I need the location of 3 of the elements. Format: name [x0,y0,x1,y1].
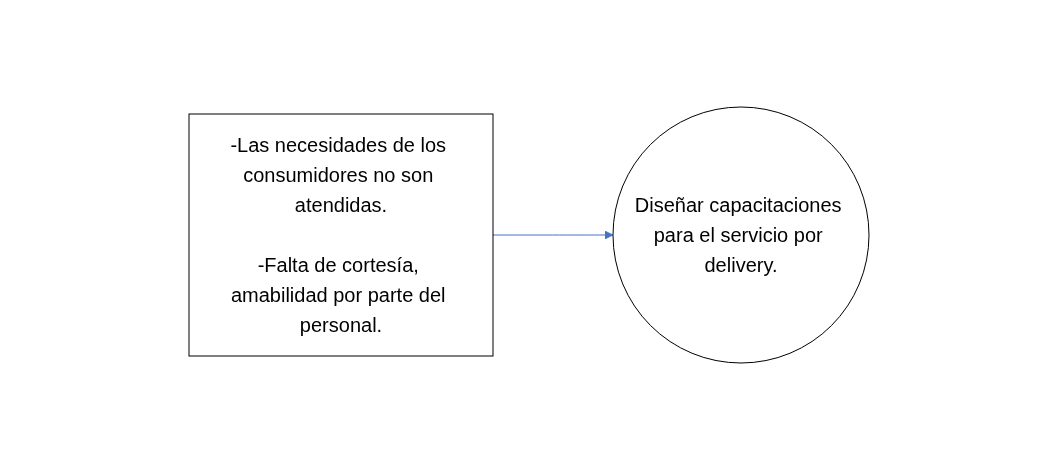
node-box: -Las necesidades de los consumidores no son atendidas. -Falta de cortesía, amabilidad por parte del personal. [188,113,494,357]
node-circle: Diseñar capacitaciones para el servicio por delivery. [612,106,870,364]
arrow [492,230,614,240]
